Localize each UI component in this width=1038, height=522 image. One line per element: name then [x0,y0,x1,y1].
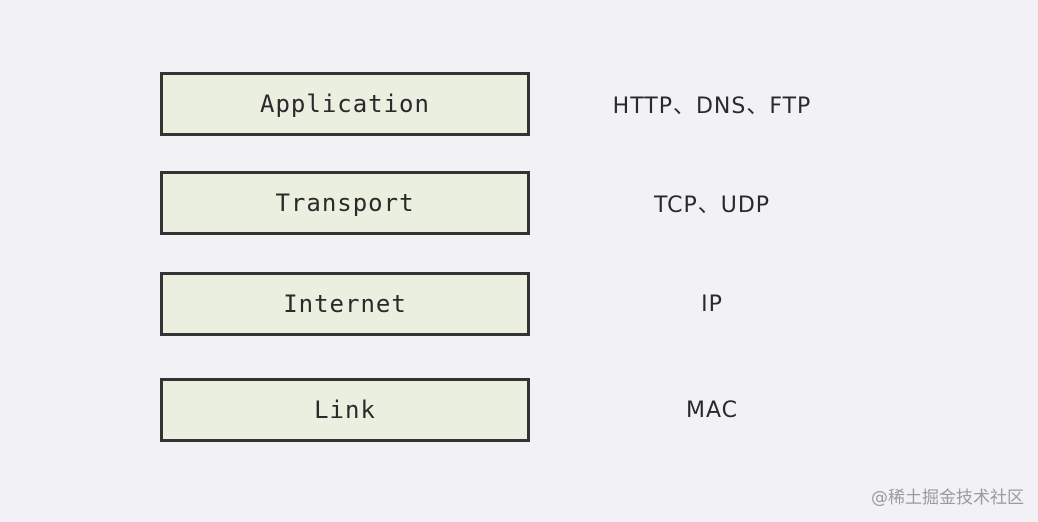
layer-box-application: Application [160,72,530,136]
protocols-internet: IP [701,291,723,317]
layer-box-internet: Internet [160,272,530,336]
protocols-application: HTTP、DNS、FTP [612,94,812,119]
watermark: @稀土掘金技术社区 [871,488,1024,508]
protocols-transport: TCP、UDP [653,193,771,218]
layer-label: Transport [275,189,415,217]
layer-label: Application [260,90,430,118]
layer-label: Link [314,396,376,424]
layer-box-link: Link [160,378,530,442]
layer-label: Internet [283,290,407,318]
layer-box-transport: Transport [160,171,530,235]
protocols-link: MAC [685,397,738,423]
